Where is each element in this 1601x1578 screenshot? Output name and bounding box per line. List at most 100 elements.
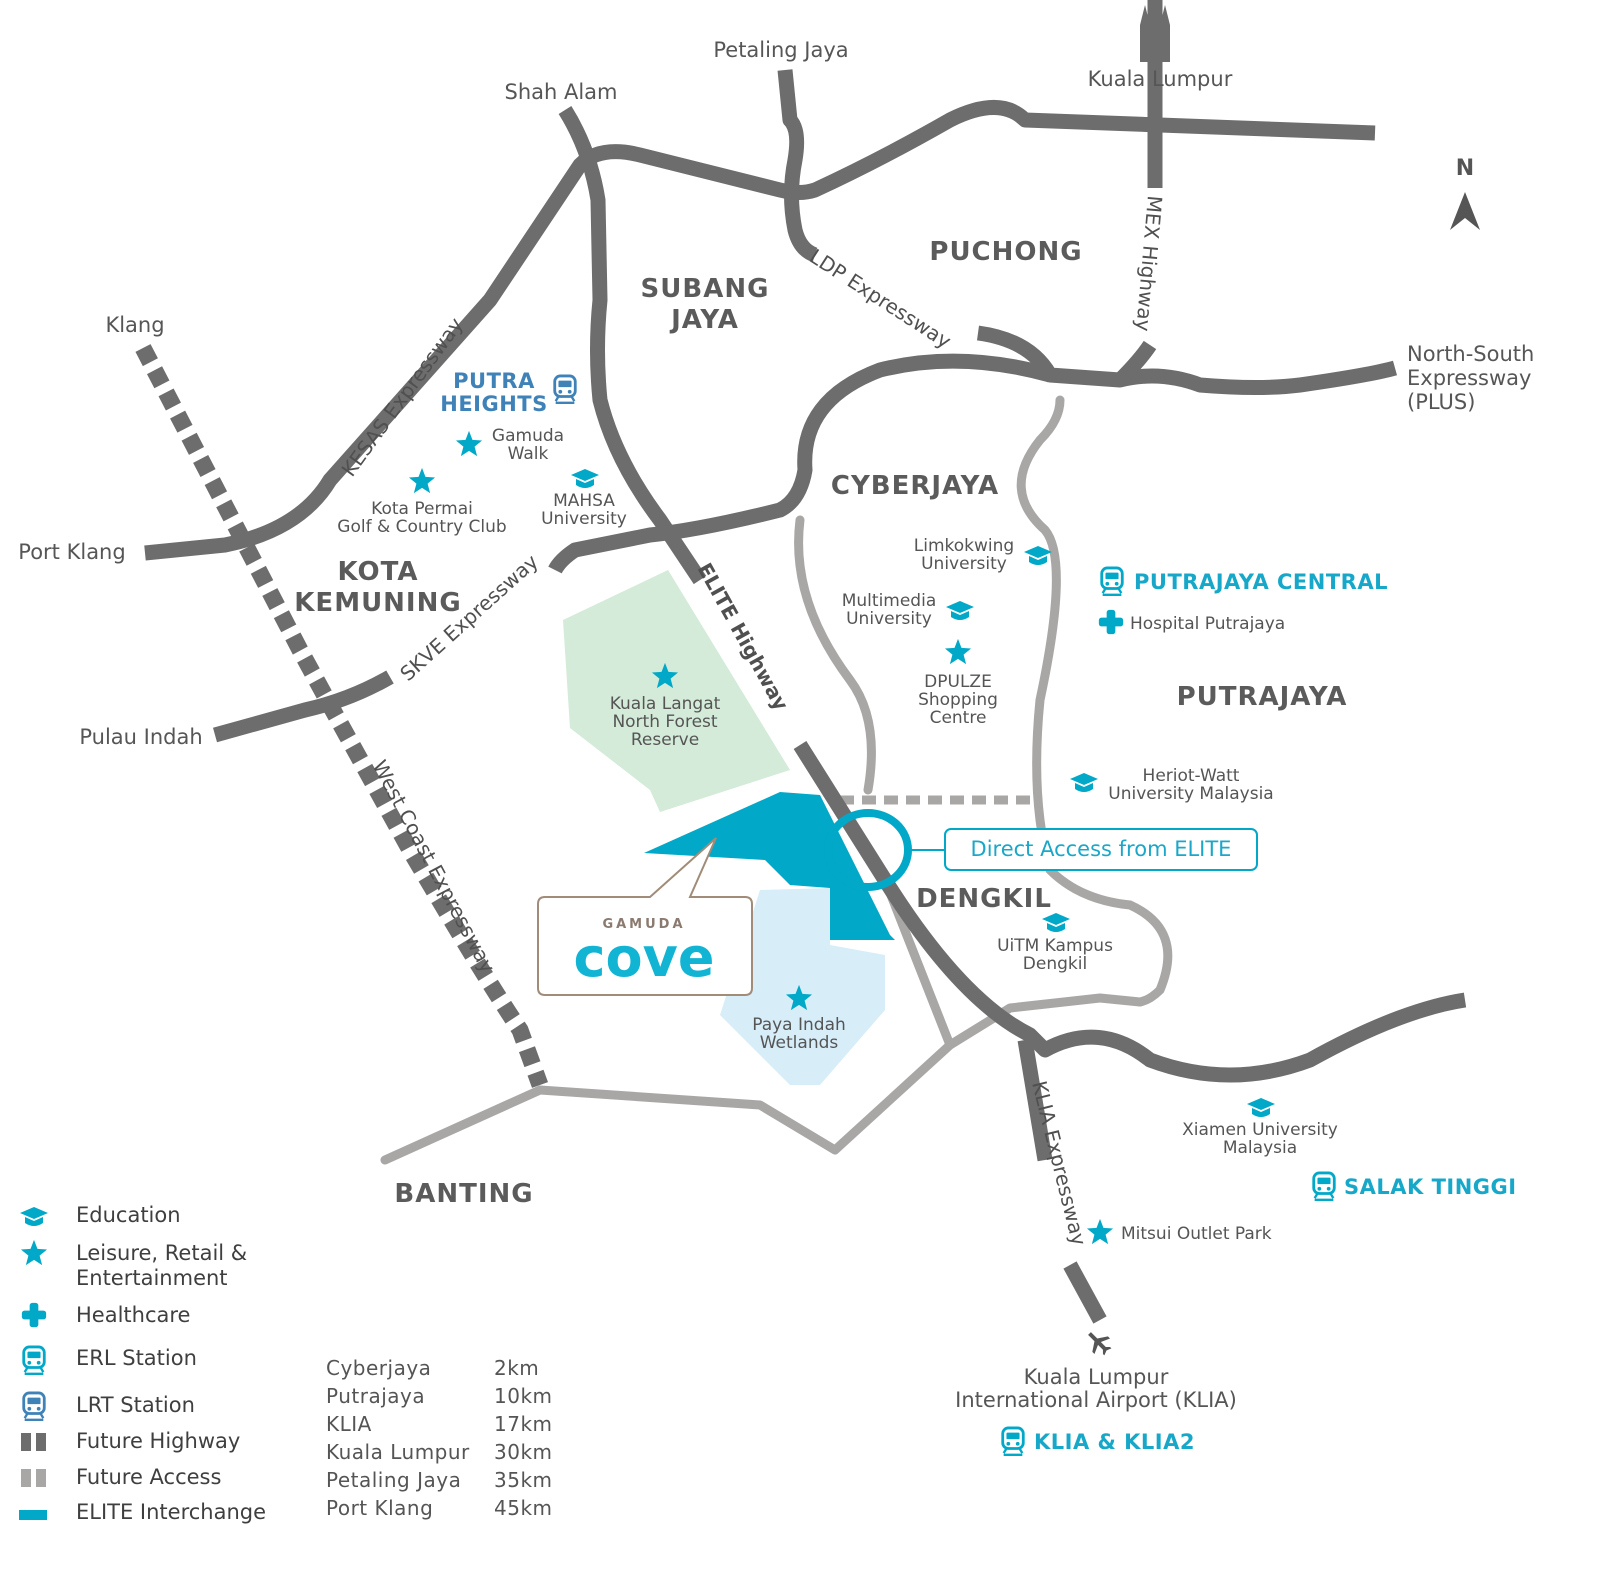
star-icon	[408, 467, 436, 494]
poi-mitsui: Mitsui Outlet Park	[1121, 1224, 1272, 1244]
education-icon	[1247, 1098, 1275, 1117]
label-klia-2: International Airport (KLIA)	[955, 1388, 1237, 1412]
elite-interchange-icon	[19, 1510, 47, 1520]
station-salak-tinggi: SALAK TINGGI	[1344, 1175, 1517, 1199]
poi-dpulze-2: Shopping	[918, 690, 998, 710]
education-icon	[946, 601, 974, 620]
gamuda-cove-logo: GAMUDA cove	[537, 837, 753, 996]
road-west-coast: West Coast Expressway	[368, 756, 501, 977]
label-klang: Klang	[105, 313, 164, 337]
legend-label: Education	[76, 1203, 181, 1227]
distance-km: 35km	[494, 1468, 553, 1492]
legend-label: Healthcare	[76, 1303, 190, 1327]
future-highway-icon	[21, 1433, 46, 1451]
label-kuala-lumpur: Kuala Lumpur	[1088, 67, 1233, 91]
area-banting: BANTING	[394, 1179, 533, 1209]
legend-label: Future Highway	[76, 1429, 240, 1453]
poi-hospital: Hospital Putrajaya	[1130, 614, 1285, 634]
distance-km: 30km	[494, 1440, 553, 1464]
label-north-south-2: Expressway	[1407, 366, 1531, 390]
education-icon	[571, 469, 599, 488]
north-arrow: N	[1450, 156, 1480, 230]
logo-brand: GAMUDA	[602, 917, 685, 932]
direct-access-callout: Direct Access from ELITE	[908, 828, 1258, 871]
poi-gamuda-walk-1: Gamuda	[492, 426, 564, 446]
education-icon	[20, 1207, 48, 1226]
poi-paya-1: Paya Indah	[752, 1015, 846, 1035]
poi-multimedia-2: University	[846, 609, 932, 629]
star-icon	[944, 638, 972, 665]
distance-km: 45km	[494, 1496, 553, 1520]
kl-tower-icon	[1140, 5, 1170, 62]
poi-uitm-2: Dengkil	[1023, 954, 1087, 974]
legend-label: Future Access	[76, 1465, 221, 1489]
logo-name: cove	[574, 926, 715, 989]
education-icon	[1042, 913, 1070, 932]
poi-gamuda-walk-2: Walk	[508, 444, 549, 464]
poi-forest-1: Kuala Langat	[610, 694, 721, 714]
area-putrajaya: PUTRAJAYA	[1177, 682, 1348, 712]
label-pulau-indah: Pulau Indah	[79, 725, 202, 749]
poi-multimedia-1: Multimedia	[842, 591, 937, 611]
poi-limkokwing-2: University	[921, 554, 1007, 574]
distance-place: Petaling Jaya	[326, 1468, 461, 1492]
healthcare-icon	[21, 1302, 47, 1328]
erl-station-icon	[1100, 566, 1124, 596]
station-klia: KLIA & KLIA2	[1034, 1430, 1195, 1454]
area-kota-2: KEMUNING	[294, 588, 461, 618]
label-north-south-3: (PLUS)	[1407, 390, 1475, 414]
poi-heriot-1: Heriot-Watt	[1143, 766, 1240, 786]
highways	[144, 0, 1467, 1324]
area-subang-2: JAYA	[669, 305, 739, 335]
station-putra-2: HEIGHTS	[440, 392, 548, 416]
legend-label: ERL Station	[76, 1346, 197, 1370]
distance-km: 2km	[494, 1356, 539, 1380]
legend-label: Leisure, Retail &	[76, 1241, 247, 1265]
poi-heriot-2: University Malaysia	[1108, 784, 1273, 804]
area-puchong: PUCHONG	[929, 237, 1082, 267]
poi-forest-2: North Forest	[612, 712, 717, 732]
erl-station-icon	[22, 1345, 46, 1375]
lrt-station-icon	[553, 374, 577, 404]
legend: Education Leisure, Retail & Entertainmen…	[19, 1203, 266, 1524]
area-dengkil: DENGKIL	[916, 884, 1052, 914]
west-coast-future-highway	[135, 344, 548, 1088]
distance-place: Kuala Lumpur	[326, 1440, 470, 1464]
poi-dpulze-3: Centre	[930, 708, 987, 728]
poi-mahsa-1: MAHSA	[553, 491, 615, 511]
healthcare-icon	[1098, 609, 1124, 635]
poi-xiamen-1: Xiamen University	[1182, 1120, 1338, 1140]
education-icon	[1024, 546, 1052, 565]
airport-icon	[1088, 1332, 1112, 1356]
poi-dpulze-1: DPULZE	[924, 672, 992, 692]
distance-km: 17km	[494, 1412, 553, 1436]
distance-place: Putrajaya	[326, 1384, 425, 1408]
future-access-icon	[21, 1469, 46, 1487]
distance-table: Cyberjaya 2km Putrajaya 10km KLIA 17km K…	[326, 1356, 553, 1520]
poi-xiamen-2: Malaysia	[1223, 1138, 1297, 1158]
label-shah-alam: Shah Alam	[504, 80, 617, 104]
label-klia-1: Kuala Lumpur	[1024, 1365, 1169, 1389]
north-label: N	[1456, 156, 1474, 181]
callout-text: Direct Access from ELITE	[971, 837, 1232, 861]
poi-kota-permai-2: Golf & Country Club	[337, 517, 506, 537]
lrt-station-icon	[22, 1391, 46, 1421]
area-subang-1: SUBANG	[641, 274, 770, 304]
distance-place: KLIA	[326, 1412, 372, 1436]
education-icon	[1070, 773, 1098, 792]
distance-place: Cyberjaya	[326, 1356, 431, 1380]
label-north-south-1: North-South	[1407, 342, 1534, 366]
poi-paya-2: Wetlands	[760, 1033, 839, 1053]
star-icon	[455, 430, 483, 457]
wetland-area	[720, 888, 885, 1085]
erl-station-icon	[1001, 1426, 1025, 1456]
road-mex: MEX Highway	[1131, 195, 1167, 333]
star-icon	[20, 1239, 48, 1266]
area-kota-1: KOTA	[338, 557, 419, 587]
station-putra-1: PUTRA	[453, 369, 535, 393]
label-port-klang: Port Klang	[18, 540, 125, 564]
poi-uitm-1: UiTM Kampus	[997, 936, 1113, 956]
forest-reserve-area	[563, 570, 790, 812]
station-putrajaya-central: PUTRAJAYA CENTRAL	[1134, 570, 1388, 594]
